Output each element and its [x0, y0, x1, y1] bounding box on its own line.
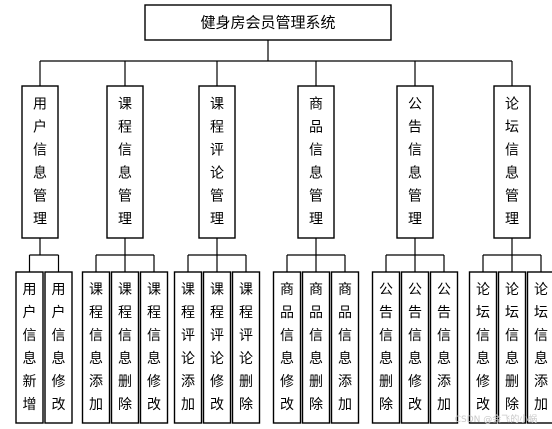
leaf-node: 公告信息删除 — [371, 271, 401, 424]
root-node: 健身房会员管理系统 — [144, 4, 392, 41]
watermark: CSDN @会飞的小蜗 — [455, 413, 538, 425]
leaf-node: 用户信息新增 — [15, 271, 44, 424]
leaf-node: 商品信息添加 — [330, 271, 360, 424]
module-node: 课程信息管理 — [106, 85, 144, 239]
leaf-node: 课程评论添加 — [173, 271, 203, 424]
leaf-box — [468, 271, 498, 424]
module-box — [396, 85, 434, 239]
leaf-box — [81, 271, 111, 424]
leaf-box — [202, 271, 232, 424]
leaf-label: 论坛信息修改 — [476, 282, 490, 413]
leaf-label: 论坛信息添加 — [534, 282, 548, 413]
leaf-box — [429, 271, 459, 424]
leaf-node: 论坛信息添加 — [526, 271, 552, 424]
leaf-node: 论坛信息删除 — [497, 271, 527, 424]
connector-lines — [28, 40, 542, 272]
leaf-box — [301, 271, 331, 424]
leaf-label: 商品信息修改 — [280, 282, 294, 413]
module-label: 用户信息管理 — [33, 97, 47, 228]
leaf-label: 公告信息删除 — [379, 282, 393, 413]
leaf-box — [526, 271, 552, 424]
leaf-label: 公告信息添加 — [437, 282, 451, 413]
leaf-node: 论坛信息修改 — [468, 271, 498, 424]
module-box — [297, 85, 335, 239]
module-node: 论坛信息管理 — [493, 85, 531, 239]
leaf-label: 课程信息删除 — [118, 282, 132, 413]
leaf-box — [173, 271, 203, 424]
module-box — [106, 85, 144, 239]
leaf-label: 用户信息修改 — [52, 282, 66, 413]
module-label: 课程评论管理 — [210, 97, 224, 228]
module-node: 课程评论管理 — [198, 85, 236, 239]
leaf-label: 课程评论修改 — [210, 282, 224, 413]
root-label: 健身房会员管理系统 — [200, 14, 335, 32]
leaf-label: 课程信息修改 — [147, 282, 161, 413]
module-label: 商品信息管理 — [309, 97, 323, 228]
leaf-box — [231, 271, 261, 424]
leaf-box — [497, 271, 527, 424]
leaf-node: 商品信息修改 — [272, 271, 302, 424]
leaf-node: 用户信息修改 — [44, 271, 73, 424]
module-node: 公告信息管理 — [396, 85, 434, 239]
module-label: 公告信息管理 — [408, 97, 422, 228]
leaf-box — [44, 271, 73, 424]
module-label: 课程信息管理 — [118, 97, 132, 228]
leaf-node: 课程信息添加 — [81, 271, 111, 424]
leaf-node: 课程评论修改 — [202, 271, 232, 424]
leaf-box — [139, 271, 169, 424]
leaf-node: 课程评论删除 — [231, 271, 261, 424]
leaf-box — [400, 271, 430, 424]
leaf-node: 公告信息修改 — [400, 271, 430, 424]
leaf-node: 公告信息添加 — [429, 271, 459, 424]
module-box — [493, 85, 531, 239]
leaf-label: 课程评论添加 — [181, 282, 195, 413]
leaf-label: 商品信息删除 — [309, 282, 323, 413]
leaf-node: 课程信息修改 — [139, 271, 169, 424]
leaf-label: 公告信息修改 — [408, 282, 422, 413]
module-label: 论坛信息管理 — [505, 97, 519, 228]
module-node: 商品信息管理 — [297, 85, 335, 239]
module-box — [21, 85, 59, 239]
leaf-label: 课程评论删除 — [239, 282, 253, 413]
leaf-label: 课程信息添加 — [89, 282, 103, 413]
leaf-box — [371, 271, 401, 424]
leaf-label: 用户信息新增 — [23, 282, 37, 413]
leaf-box — [330, 271, 360, 424]
leaf-label: 论坛信息删除 — [505, 282, 519, 413]
leaf-node: 商品信息删除 — [301, 271, 331, 424]
root-box — [144, 4, 392, 41]
leaf-node: 课程信息删除 — [110, 271, 140, 424]
leaf-label: 商品信息添加 — [338, 282, 352, 413]
module-node: 用户信息管理 — [21, 85, 59, 239]
module-box — [198, 85, 236, 239]
leaf-box — [110, 271, 140, 424]
leaf-box — [272, 271, 302, 424]
leaf-box — [15, 271, 44, 424]
